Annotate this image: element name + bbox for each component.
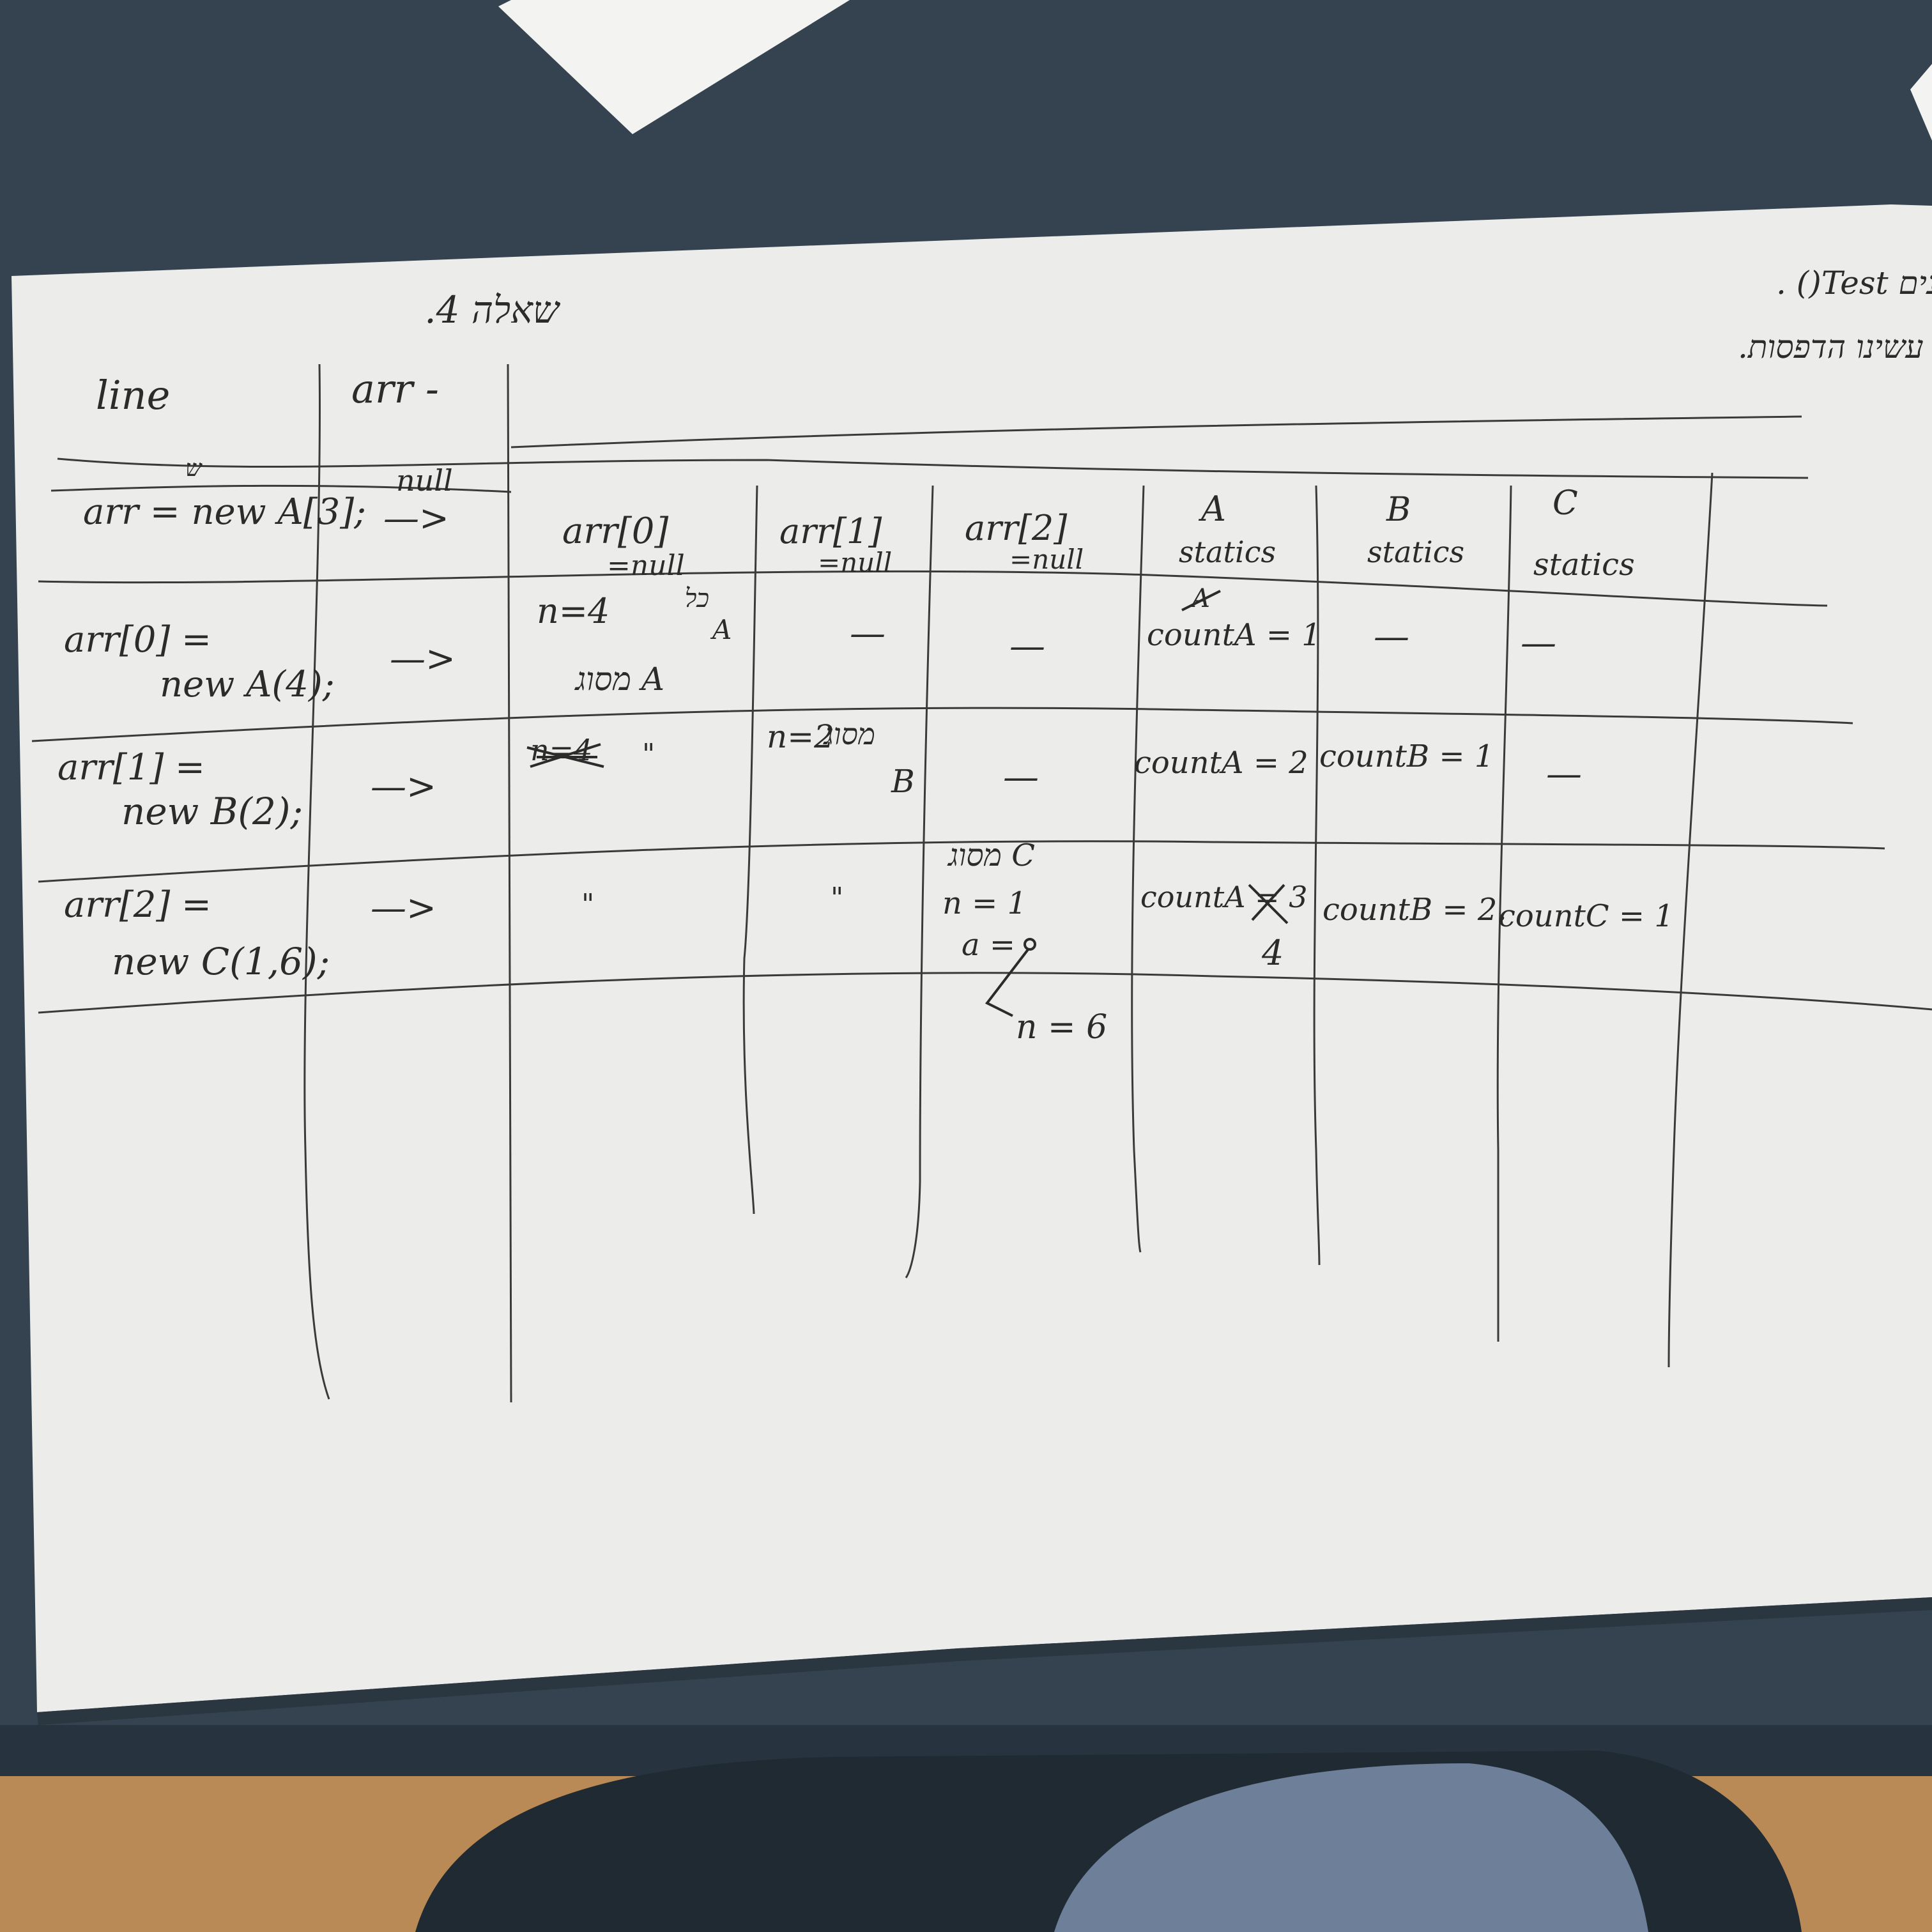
row2-arr0-type-label: כל xyxy=(685,584,709,613)
header-c-statics-class: C xyxy=(1552,484,1578,523)
row3-arr0-ditto: " xyxy=(642,738,655,770)
row2-arrow: —> xyxy=(390,638,456,680)
row4-a-statics: countA = 3 xyxy=(1140,880,1307,914)
row2-b-statics-dash: — xyxy=(1374,616,1409,657)
row2-arr2-dash: — xyxy=(1009,625,1045,667)
arr-column-header: arr - xyxy=(351,365,439,412)
row2-c-statics-dash: — xyxy=(1521,622,1556,664)
header-arr2: arr[2] xyxy=(965,508,1068,548)
note-line-2: כל שלב הוראות רק עשינו הדפסות. xyxy=(1738,328,1932,365)
row2-arr0-type-line3: A מסוג xyxy=(574,661,664,698)
row1-arrow: —> xyxy=(383,498,449,539)
header-b-statics: statics xyxy=(1367,535,1464,569)
row3-arr1-type-label: מסוג xyxy=(823,717,875,751)
paper-scrap-right xyxy=(1910,64,1932,141)
row2-code-line2: new A(4); xyxy=(160,664,335,705)
row3-arr1-value: n=2 xyxy=(767,718,834,755)
header-a-statics-class: A xyxy=(1198,489,1226,529)
row4-a-statics-strike xyxy=(1248,884,1289,924)
row3-a-statics: countA = 2 xyxy=(1134,745,1308,781)
header-arr1-null: =null xyxy=(818,547,892,578)
header-arr1: arr[1] xyxy=(779,511,882,551)
grid-line-v7 xyxy=(1667,472,1713,1368)
header-c-statics: statics xyxy=(1533,547,1635,583)
row2-a-statics: countA = 1 xyxy=(1147,617,1321,653)
row3-arr1-type: B xyxy=(891,763,915,800)
table-grid xyxy=(31,364,1932,1403)
row2-a-statics-strike xyxy=(1181,590,1221,611)
row3-code-line1: arr[1] = xyxy=(57,747,205,788)
grid-line-h3 xyxy=(31,707,1853,742)
grid-line-h1 xyxy=(57,457,1809,479)
question-label: שאלה 4. xyxy=(424,288,561,332)
row3-arr0-scribble xyxy=(526,743,604,768)
row4-reference-arrow xyxy=(985,947,1030,1017)
row3-code-line2: new B(2); xyxy=(121,790,303,833)
row2-arr1-dash: — xyxy=(850,613,885,654)
row4-arr2-a: a = xyxy=(962,927,1015,963)
header-arr0: arr[0] xyxy=(562,510,668,552)
grid-line-v4 xyxy=(1131,485,1145,1253)
row4-arr2-n: n = 1 xyxy=(942,885,1027,921)
row4-code-line1: arr[2] = xyxy=(64,884,211,926)
row4-reference-dot xyxy=(1023,938,1036,951)
arr-initial-null: null xyxy=(396,463,453,498)
header-arr2-null: =null xyxy=(1009,544,1084,575)
grid-line-v2 xyxy=(742,485,758,1215)
row4-arr2-nested: n = 6 xyxy=(1016,1008,1107,1046)
header-b-statics-class: B xyxy=(1386,491,1411,529)
row4-arr1-ditto: " xyxy=(831,882,843,914)
row3-arrow: —> xyxy=(371,766,436,808)
row3-c-statics-dash: — xyxy=(1546,753,1582,795)
grid-line-h4 xyxy=(38,840,1885,883)
note-line-1: מעקב ביצירת האובייקטים במבנים Test() . xyxy=(1776,264,1932,302)
paper-sheet xyxy=(12,204,1932,1712)
row4-code-line2: new C(1,6); xyxy=(112,940,330,983)
grid-line-v5 xyxy=(1313,485,1321,1266)
grid-line-v3 xyxy=(905,485,934,1278)
row4-arr0-ditto: " xyxy=(581,888,594,921)
grid-line-v0 xyxy=(303,364,330,1400)
grid-line-h0 xyxy=(510,415,1802,448)
line-annotation: ש xyxy=(185,456,203,482)
row4-c-statics: countC = 1 xyxy=(1498,898,1674,934)
row3-b-statics: countB = 1 xyxy=(1319,739,1494,774)
header-arr0-null: =null xyxy=(607,549,685,582)
row2-arr0-type-line2: A xyxy=(710,614,732,645)
row4-arrow: —> xyxy=(371,887,436,929)
row4-arr2-type-label: C מסוג xyxy=(947,838,1035,873)
grid-line-v6 xyxy=(1496,485,1512,1342)
jeans-knee xyxy=(1054,1763,1648,1932)
row4-a-statics-correction: 4 xyxy=(1261,933,1284,973)
row1-code: arr = new A[3]; xyxy=(83,491,366,533)
row2-arr0-value: n=4 xyxy=(537,591,610,631)
row3-arr2-dash: — xyxy=(1003,756,1039,798)
line-column-header: line xyxy=(96,372,170,418)
grid-line-h1b xyxy=(50,484,512,493)
row4-b-statics: countB = 2. xyxy=(1322,892,1507,928)
grid-line-h2 xyxy=(38,570,1828,607)
header-a-statics: statics xyxy=(1179,535,1276,569)
row2-code-line1: arr[0] = xyxy=(64,619,211,661)
paper-shadow xyxy=(37,1597,1932,1725)
grid-line-h5 xyxy=(38,972,1932,1014)
paper-scrap-top xyxy=(498,0,850,134)
